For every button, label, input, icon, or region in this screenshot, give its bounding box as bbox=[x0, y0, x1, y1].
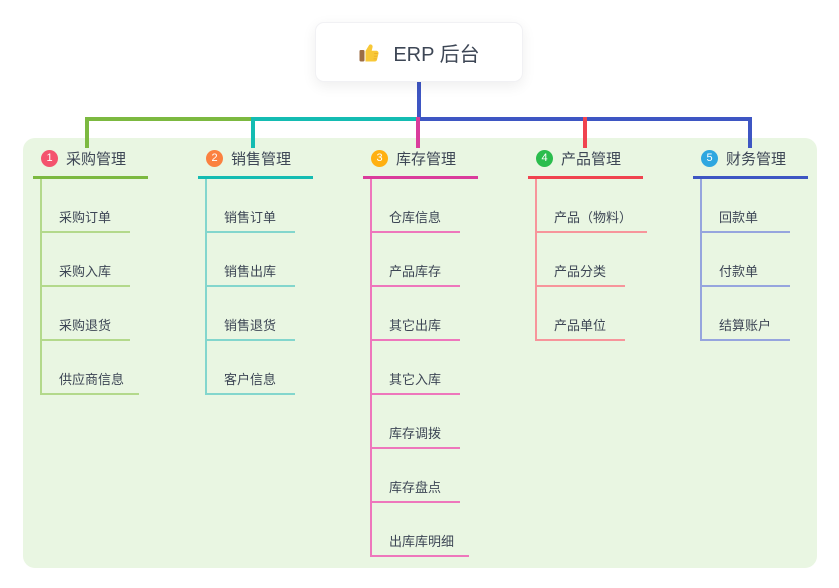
branch-number-badge: 3 bbox=[371, 149, 388, 167]
branch-number-badge: 2 bbox=[206, 149, 223, 167]
child-node-label: 出库库明细 bbox=[389, 534, 455, 549]
child-node[interactable]: 产品单位 bbox=[537, 287, 625, 341]
child-node-label: 仓库信息 bbox=[389, 210, 442, 225]
child-node[interactable]: 结算账户 bbox=[702, 287, 790, 341]
branch-label: 产品管理 bbox=[561, 150, 622, 168]
branch-3: 3 库存管理 仓库信息产品库存其它出库其它入库库存调拨库存盘点出库库明细 bbox=[363, 146, 478, 557]
child-node-label: 库存调拨 bbox=[389, 426, 442, 441]
child-node[interactable]: 仓库信息 bbox=[372, 179, 460, 233]
child-node[interactable]: 回款单 bbox=[702, 179, 790, 233]
branch-drop-line-3 bbox=[416, 117, 420, 148]
child-node-label: 销售订单 bbox=[224, 210, 277, 225]
branch-4: 4 产品管理 产品（物料） 产品分类产品单位 bbox=[528, 146, 648, 341]
branch-header[interactable]: 3 库存管理 bbox=[363, 146, 478, 179]
child-node-label: 销售退货 bbox=[224, 318, 277, 333]
child-node[interactable]: 销售退货 bbox=[207, 287, 295, 341]
child-node[interactable]: 产品分类 bbox=[537, 233, 625, 287]
branch-drop-line-4 bbox=[583, 117, 587, 148]
branch-drop-line-1 bbox=[85, 117, 89, 148]
connector-segment-2 bbox=[253, 117, 418, 121]
child-node-label: 付款单 bbox=[719, 264, 759, 279]
branch-header[interactable]: 4 产品管理 bbox=[528, 146, 643, 179]
root-node[interactable]: ERP 后台 bbox=[315, 22, 523, 82]
child-node-label: 产品（物料） bbox=[554, 210, 633, 225]
child-node-label: 采购退货 bbox=[59, 318, 112, 333]
child-node[interactable]: 库存调拨 bbox=[372, 395, 460, 449]
child-node[interactable]: 客户信息 bbox=[207, 341, 295, 395]
branch-children: 仓库信息产品库存其它出库其它入库库存调拨库存盘点出库库明细 bbox=[370, 179, 470, 557]
connector-segment-1 bbox=[85, 117, 253, 121]
child-node[interactable]: 供应商信息 bbox=[42, 341, 140, 395]
branch-5: 5 财务管理 回款单付款单结算账户 bbox=[693, 146, 808, 341]
branch-children: 产品（物料） 产品分类产品单位 bbox=[535, 179, 648, 341]
branch-label: 库存管理 bbox=[396, 150, 457, 168]
child-node-label: 产品分类 bbox=[554, 264, 607, 279]
root-label: ERP 后台 bbox=[393, 43, 480, 66]
child-node-label: 客户信息 bbox=[224, 372, 277, 387]
root-connector-line bbox=[417, 82, 421, 119]
child-node[interactable]: 采购订单 bbox=[42, 179, 130, 233]
branch-children: 回款单付款单结算账户 bbox=[700, 179, 790, 341]
child-node[interactable]: 出库库明细 bbox=[372, 503, 470, 557]
child-node-label: 产品库存 bbox=[389, 264, 442, 279]
child-node[interactable]: 其它入库 bbox=[372, 341, 460, 395]
branches-panel bbox=[23, 138, 817, 568]
branch-number-badge: 4 bbox=[536, 149, 553, 167]
branch-number-badge: 1 bbox=[41, 149, 58, 167]
branch-header[interactable]: 1 采购管理 bbox=[33, 146, 148, 179]
child-node-label: 库存盘点 bbox=[389, 480, 442, 495]
child-node[interactable]: 产品（物料） bbox=[537, 179, 648, 233]
child-node[interactable]: 付款单 bbox=[702, 233, 790, 287]
branch-header[interactable]: 5 财务管理 bbox=[693, 146, 808, 179]
branch-children: 销售订单销售出库销售退货客户信息 bbox=[205, 179, 295, 395]
child-node[interactable]: 采购退货 bbox=[42, 287, 130, 341]
branch-label: 财务管理 bbox=[726, 150, 787, 168]
branch-1: 1 采购管理 采购订单采购入库采购退货供应商信息 bbox=[33, 146, 148, 395]
child-node-label: 其它出库 bbox=[389, 318, 442, 333]
child-node-label: 产品单位 bbox=[554, 318, 607, 333]
child-node-label: 销售出库 bbox=[224, 264, 277, 279]
child-node[interactable]: 其它出库 bbox=[372, 287, 460, 341]
branch-2: 2 销售管理 销售订单销售出库销售退货客户信息 bbox=[198, 146, 313, 395]
branch-label: 采购管理 bbox=[66, 150, 127, 168]
child-node-label: 供应商信息 bbox=[59, 372, 125, 387]
branch-number-badge: 5 bbox=[701, 149, 718, 167]
branch-children: 采购订单采购入库采购退货供应商信息 bbox=[40, 179, 140, 395]
child-node[interactable]: 销售订单 bbox=[207, 179, 295, 233]
child-node[interactable]: 库存盘点 bbox=[372, 449, 460, 503]
child-node-label: 其它入库 bbox=[389, 372, 442, 387]
child-node[interactable]: 采购入库 bbox=[42, 233, 130, 287]
branch-header[interactable]: 2 销售管理 bbox=[198, 146, 313, 179]
child-node-label: 回款单 bbox=[719, 210, 759, 225]
child-node-label: 采购入库 bbox=[59, 264, 112, 279]
child-node[interactable]: 产品库存 bbox=[372, 233, 460, 287]
child-node-label: 采购订单 bbox=[59, 210, 112, 225]
branch-drop-line-5 bbox=[748, 117, 752, 148]
branch-drop-line-2 bbox=[251, 117, 255, 148]
child-node-label: 结算账户 bbox=[719, 318, 772, 333]
child-node[interactable]: 销售出库 bbox=[207, 233, 295, 287]
branch-label: 销售管理 bbox=[231, 150, 292, 168]
thumbs-up-icon bbox=[358, 40, 382, 64]
